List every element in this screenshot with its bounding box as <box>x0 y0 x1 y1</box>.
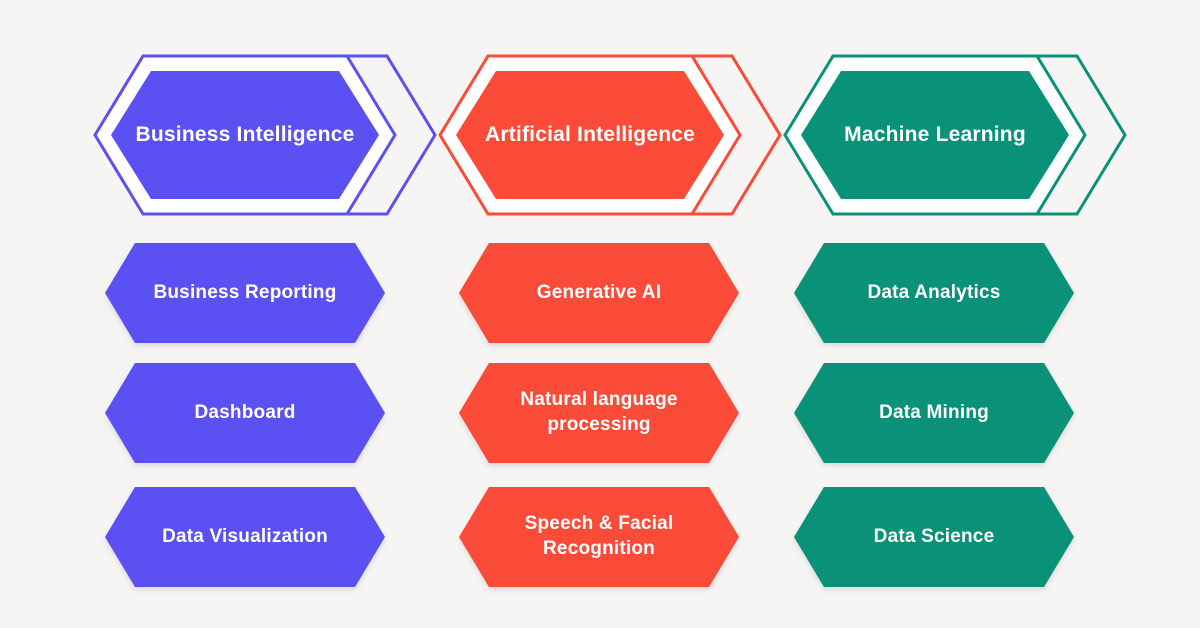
item-hexagon: Data Visualization <box>105 487 385 587</box>
header-machine-learning: Machine Learning <box>783 54 1127 216</box>
item-label: Dashboard <box>194 401 296 423</box>
item-label: Data Visualization <box>162 525 328 547</box>
item-hexagon: Data Mining <box>794 363 1074 463</box>
item-label: Generative AI <box>536 281 662 303</box>
item-data-analytics: Data Analytics <box>794 243 1074 343</box>
header-label: Business Intelligence <box>135 123 355 146</box>
item-generative-ai: Generative AI <box>459 243 739 343</box>
item-label: Data Analytics <box>867 281 1001 303</box>
item-data-science: Data Science <box>794 487 1074 587</box>
item-hexagon: Generative AI <box>459 243 739 343</box>
item-speech-facial-recognition: Speech & Facial Recognition <box>459 487 739 587</box>
item-hexagon: Speech & Facial Recognition <box>459 487 739 587</box>
item-data-visualization: Data Visualization <box>105 487 385 587</box>
header-business-intelligence: Business Intelligence <box>93 54 437 216</box>
item-hexagon: Dashboard <box>105 363 385 463</box>
item-data-mining: Data Mining <box>794 363 1074 463</box>
header-hexagon-fill <box>111 71 379 199</box>
item-label: Business Reporting <box>153 281 337 303</box>
item-label: Natural language processing <box>520 389 678 435</box>
item-label: Data Science <box>873 525 995 547</box>
item-natural-language-processing: Natural language processing <box>459 363 739 463</box>
item-hexagon: Natural language processing <box>459 363 739 463</box>
header-artificial-intelligence: Artificial Intelligence <box>438 54 782 216</box>
item-hexagon: Data Analytics <box>794 243 1074 343</box>
item-label: Data Mining <box>879 401 989 423</box>
header-hexagon-graphic <box>783 54 1127 216</box>
header-hexagon-graphic <box>93 54 437 216</box>
item-label: Speech & Facial Recognition <box>524 513 674 559</box>
item-business-reporting: Business Reporting <box>105 243 385 343</box>
header-hexagon-fill <box>801 71 1069 199</box>
item-hexagon: Business Reporting <box>105 243 385 343</box>
header-hexagon-fill <box>456 71 724 199</box>
item-hexagon: Data Science <box>794 487 1074 587</box>
header-hexagon-graphic <box>438 54 782 216</box>
header-label: Artificial Intelligence <box>485 123 695 146</box>
header-label: Machine Learning <box>844 123 1026 146</box>
item-dashboard: Dashboard <box>105 363 385 463</box>
